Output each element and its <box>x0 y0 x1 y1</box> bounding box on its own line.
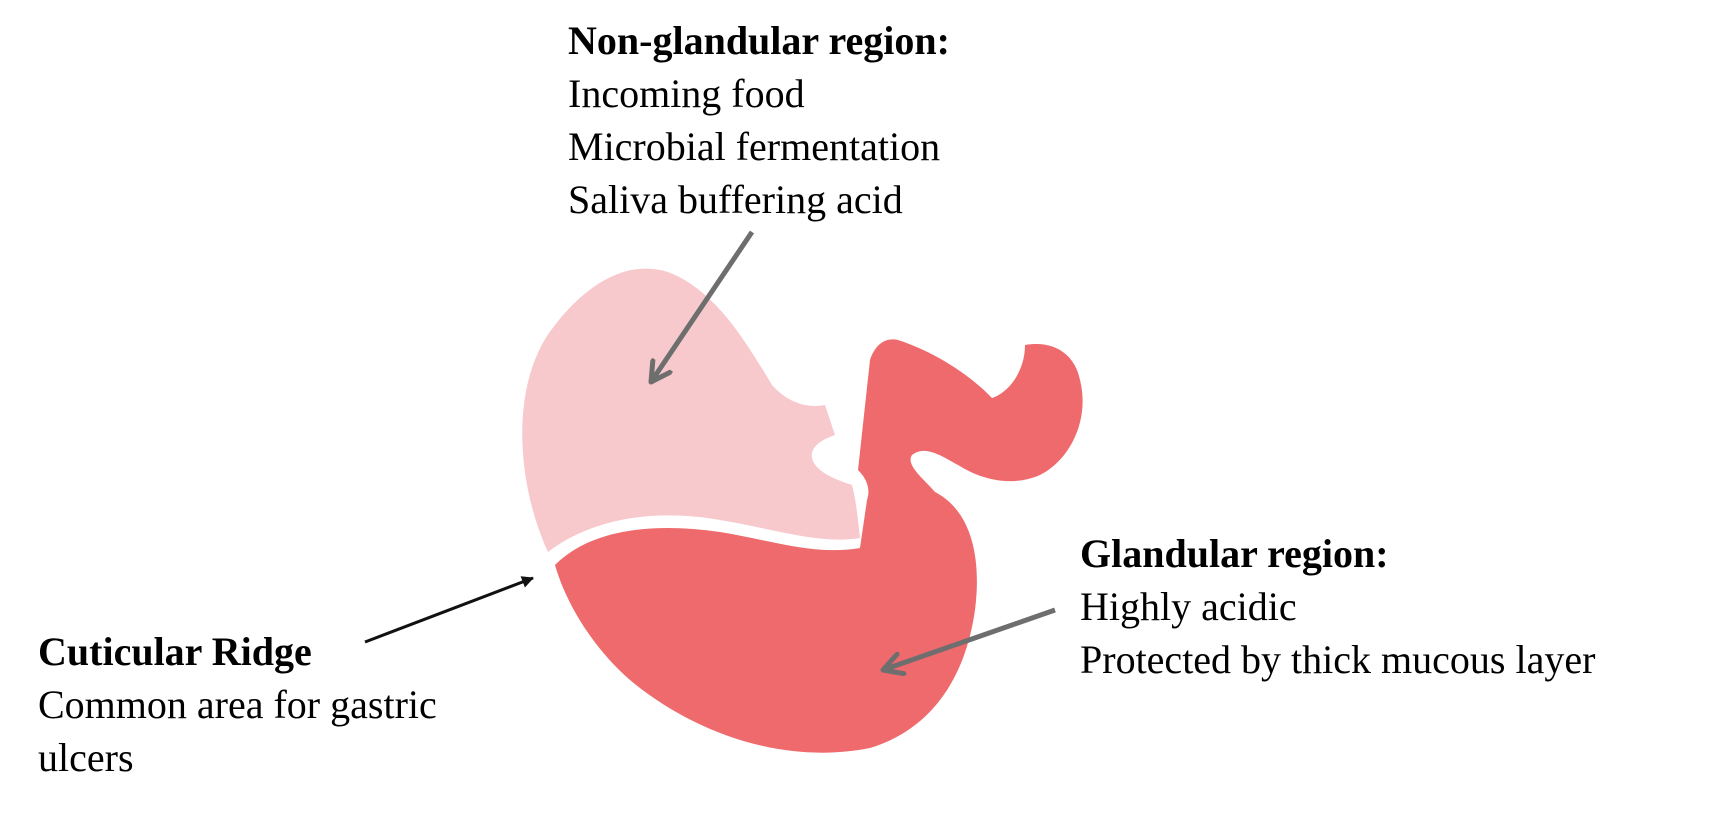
cuticular-ridge-line: Common area for gastric <box>38 682 437 727</box>
cuticular-ridge-label: Cuticular Ridge Common area for gastric … <box>38 625 437 784</box>
non-glandular-line: Incoming food <box>568 71 805 116</box>
cuticular-ridge-line: ulcers <box>38 735 134 780</box>
glandular-title: Glandular region: <box>1080 531 1389 576</box>
glandular-arrow <box>883 607 1056 670</box>
non-glandular-title: Non-glandular region: <box>568 18 950 63</box>
non-glandular-line: Saliva buffering acid <box>568 177 903 222</box>
non-glandular-label: Non-glandular region: Incoming food Micr… <box>568 14 950 226</box>
glandular-label: Glandular region: Highly acidic Protecte… <box>1080 527 1595 686</box>
non-glandular-arrow <box>651 230 755 382</box>
glandular-line: Protected by thick mucous layer <box>1080 637 1596 682</box>
glandular-region-shape <box>555 339 1083 753</box>
cuticular-ridge-arrow <box>364 576 534 644</box>
glandular-line: Highly acidic <box>1080 584 1297 629</box>
non-glandular-line: Microbial fermentation <box>568 124 941 169</box>
cuticular-ridge-title: Cuticular Ridge <box>38 629 312 674</box>
non-glandular-region-shape <box>522 268 860 552</box>
